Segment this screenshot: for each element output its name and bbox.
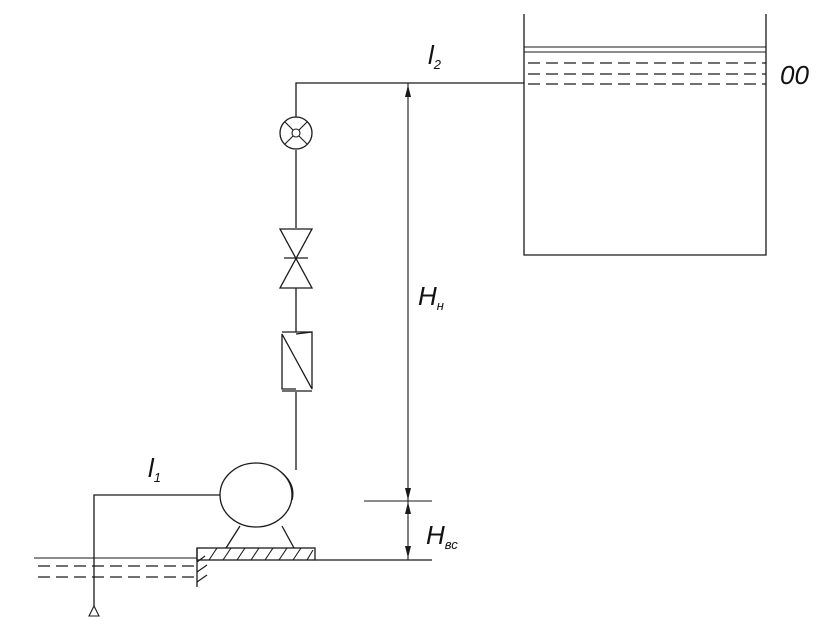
water-level-label: 00	[780, 60, 809, 90]
label-hvs: Hвс	[426, 520, 458, 552]
height-dimension	[364, 83, 432, 560]
pump-icon	[219, 462, 295, 549]
suction-pipe	[88, 494, 220, 617]
gate-valve-icon	[278, 228, 314, 289]
flow-meter-icon	[279, 116, 313, 150]
discharge-pipe	[295, 82, 524, 470]
label-hn: Hн	[418, 281, 444, 313]
label-l2: l2	[428, 40, 442, 72]
pump-foundation	[196, 547, 432, 587]
label-l1: l1	[148, 453, 161, 485]
check-valve-icon	[281, 331, 313, 392]
lower-reservoir-level	[34, 557, 197, 578]
upper-tank	[523, 14, 767, 256]
